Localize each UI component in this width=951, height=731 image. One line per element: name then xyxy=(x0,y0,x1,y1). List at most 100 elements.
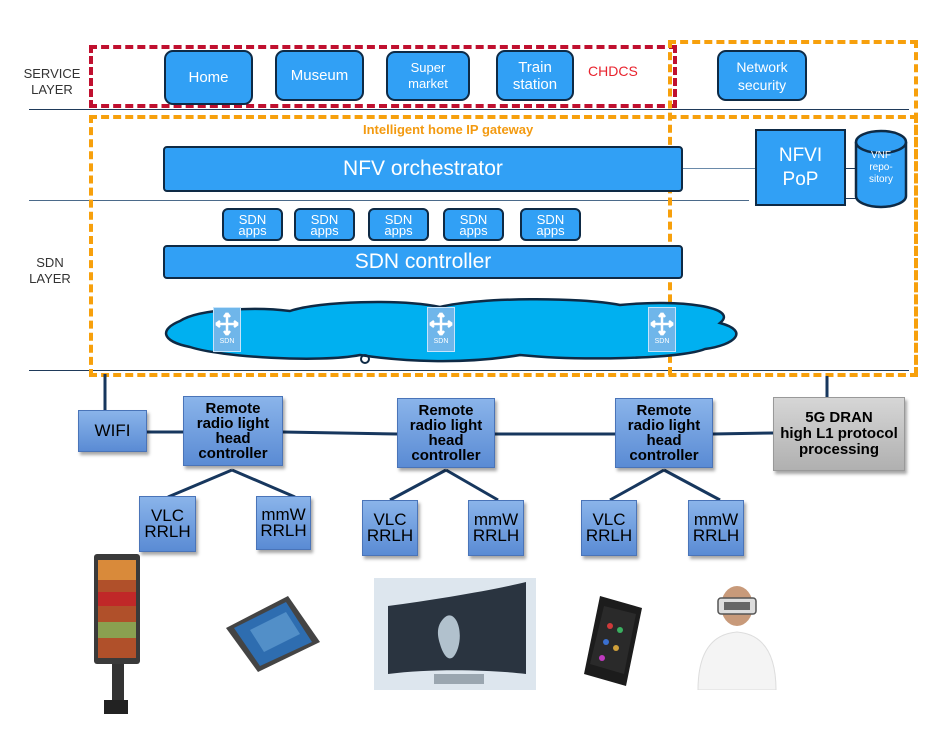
rrlh-controller-3-line4: controller xyxy=(629,447,699,464)
database-cylinder-body-icon xyxy=(854,142,908,209)
vnf-repository[interactable] xyxy=(854,128,908,210)
vr-headset-user-icon xyxy=(697,586,777,690)
sdn-app-5[interactable]: SDN apps xyxy=(520,208,581,241)
service-museum[interactable]: Museum xyxy=(275,50,364,101)
sdn-switch-2[interactable]: SDN xyxy=(427,307,455,352)
switch-arrows-icon xyxy=(215,312,239,336)
sdn-app-4[interactable]: SDN apps xyxy=(443,208,504,241)
service-layer-label-line2: LAYER xyxy=(31,82,73,97)
rrlh-controller-3-line1: Remote xyxy=(636,402,692,419)
sdn-app-1-line2: apps xyxy=(238,222,267,238)
rrlh-controller-3[interactable]: Remote radio light head controller xyxy=(615,398,713,468)
database-cylinder-top-icon xyxy=(854,129,908,155)
nfvi-pop-line1: NFVI xyxy=(778,144,823,166)
5g-dran-line3: processing xyxy=(798,441,880,458)
sdn-switch-1-label: SDN xyxy=(219,338,235,345)
switch-arrows-icon xyxy=(429,312,453,336)
wifi-label: WIFI xyxy=(94,421,131,440)
mmw-rrlh-3-line1: mmW xyxy=(693,510,739,529)
rrlh-controller-3-line2: radio light xyxy=(627,417,701,434)
cloud-knot-icon xyxy=(360,354,370,364)
sdn-app-2-line1: SDN xyxy=(310,211,339,227)
tablet-icon xyxy=(226,596,320,672)
sdn-app-1[interactable]: SDN apps xyxy=(222,208,283,241)
sdn-switch-3[interactable]: SDN xyxy=(648,307,676,352)
controller1-controller2-link xyxy=(282,430,398,436)
vlc-rrlh-3-line2: RRLH xyxy=(585,526,633,545)
sdn-controller-label: SDN controller xyxy=(354,250,492,273)
c1-mmw-link xyxy=(231,468,296,499)
gateway-title: Intelligent home IP gateway xyxy=(363,122,534,137)
sdn-switch-1[interactable]: SDN xyxy=(213,307,241,352)
service-network-security[interactable]: Network security xyxy=(717,50,807,101)
service-home[interactable]: Home xyxy=(164,50,253,105)
sdn-app-3[interactable]: SDN apps xyxy=(368,208,429,241)
sdn-app-2-line2: apps xyxy=(310,222,339,238)
sdn-app-4-line2: apps xyxy=(459,222,488,238)
c3-vlc-link xyxy=(609,468,665,502)
sdn-app-5-line2: apps xyxy=(536,222,565,238)
smartphone-icon xyxy=(584,596,642,686)
c2-mmw-link xyxy=(445,468,499,502)
mmw-rrlh-2-line2: RRLH xyxy=(472,526,520,545)
c1-vlc-link xyxy=(167,468,233,499)
nfvi-pop-line2: PoP xyxy=(782,168,819,190)
mmw-rrlh-2[interactable]: mmW RRLH xyxy=(468,500,524,556)
nfvi-repo-link-bottom xyxy=(845,198,857,199)
mmw-rrlh-3[interactable]: mmW RRLH xyxy=(688,500,744,556)
rrlh-controller-3-line3: head xyxy=(646,432,682,449)
service-home-label: Home xyxy=(188,69,229,86)
sdn-app-5-line1: SDN xyxy=(536,211,565,227)
curved-tv-icon xyxy=(374,578,536,690)
vnf-repository-line2: repo- xyxy=(869,162,893,173)
intelligent-home-ip-gateway xyxy=(89,115,918,377)
vlc-rrlh-2-line1: VLC xyxy=(373,510,407,529)
service-supermarket-line2: market xyxy=(408,76,448,91)
layer-divider-sdn xyxy=(29,370,909,371)
rrlh-controller-1[interactable]: Remote radio light head controller xyxy=(183,396,283,466)
service-train-station-line2: station xyxy=(512,75,558,93)
sdn-switch-2-label: SDN xyxy=(433,338,449,345)
mmw-rrlh-1-line1: mmW xyxy=(261,505,306,524)
5g-dran[interactable]: 5G DRAN high L1 protocol processing xyxy=(773,397,905,471)
rrlh-controller-2[interactable]: Remote radio light head controller xyxy=(397,398,495,468)
service-museum-label: Museum xyxy=(290,67,349,84)
5g-dran-line2: high L1 protocol xyxy=(780,425,898,442)
vlc-rrlh-1[interactable]: VLC RRLH xyxy=(139,496,196,552)
sdn-app-2[interactable]: SDN apps xyxy=(294,208,355,241)
sdn-controller[interactable]: SDN controller xyxy=(163,245,683,279)
service-train-station-line1: Train xyxy=(518,58,552,76)
vlc-rrlh-3-line1: VLC xyxy=(592,510,626,529)
rrlh-controller-1-line4: controller xyxy=(198,445,268,462)
chdcs-group xyxy=(89,45,677,108)
wifi-access-point[interactable]: WIFI xyxy=(78,410,147,452)
rrlh-controller-1-line2: radio light xyxy=(196,415,270,432)
nfv-orchestrator[interactable]: NFV orchestrator xyxy=(163,146,683,192)
c3-mmw-link xyxy=(663,468,721,502)
switch-arrows-icon xyxy=(650,312,674,336)
rrlh-controller-2-line2: radio light xyxy=(409,417,483,434)
nfvi-pop[interactable]: NFVI PoP xyxy=(755,129,846,206)
orchestrator-nfvi-link xyxy=(683,168,755,169)
vlc-rrlh-2[interactable]: VLC RRLH xyxy=(362,500,418,556)
network-security-line1: Network xyxy=(736,58,788,75)
nfv-orchestrator-label: NFV orchestrator xyxy=(343,157,503,180)
vlc-rrlh-1-line2: RRLH xyxy=(144,522,191,541)
mmw-rrlh-2-line1: mmW xyxy=(473,510,519,529)
service-supermarket[interactable]: Super market xyxy=(386,51,470,101)
vlc-rrlh-2-line2: RRLH xyxy=(366,526,414,545)
5g-dran-line1: 5G DRAN xyxy=(805,409,873,426)
controller3-dran-link xyxy=(712,431,774,436)
sdn-app-3-line1: SDN xyxy=(384,211,413,227)
mmw-rrlh-1-line2: RRLH xyxy=(260,521,307,540)
service-train-station[interactable]: Train station xyxy=(496,50,574,101)
vlc-rrlh-1-line1: VLC xyxy=(150,506,185,525)
layer-divider-service xyxy=(29,109,909,110)
vnf-repository-line1: VNF xyxy=(871,150,891,161)
vlc-rrlh-3[interactable]: VLC RRLH xyxy=(581,500,637,556)
mmw-rrlh-1[interactable]: mmW RRLH xyxy=(256,496,311,550)
sdn-app-4-line1: SDN xyxy=(459,211,488,227)
rrlh-controller-2-line4: controller xyxy=(411,447,481,464)
rrlh-controller-2-line3: head xyxy=(428,432,464,449)
